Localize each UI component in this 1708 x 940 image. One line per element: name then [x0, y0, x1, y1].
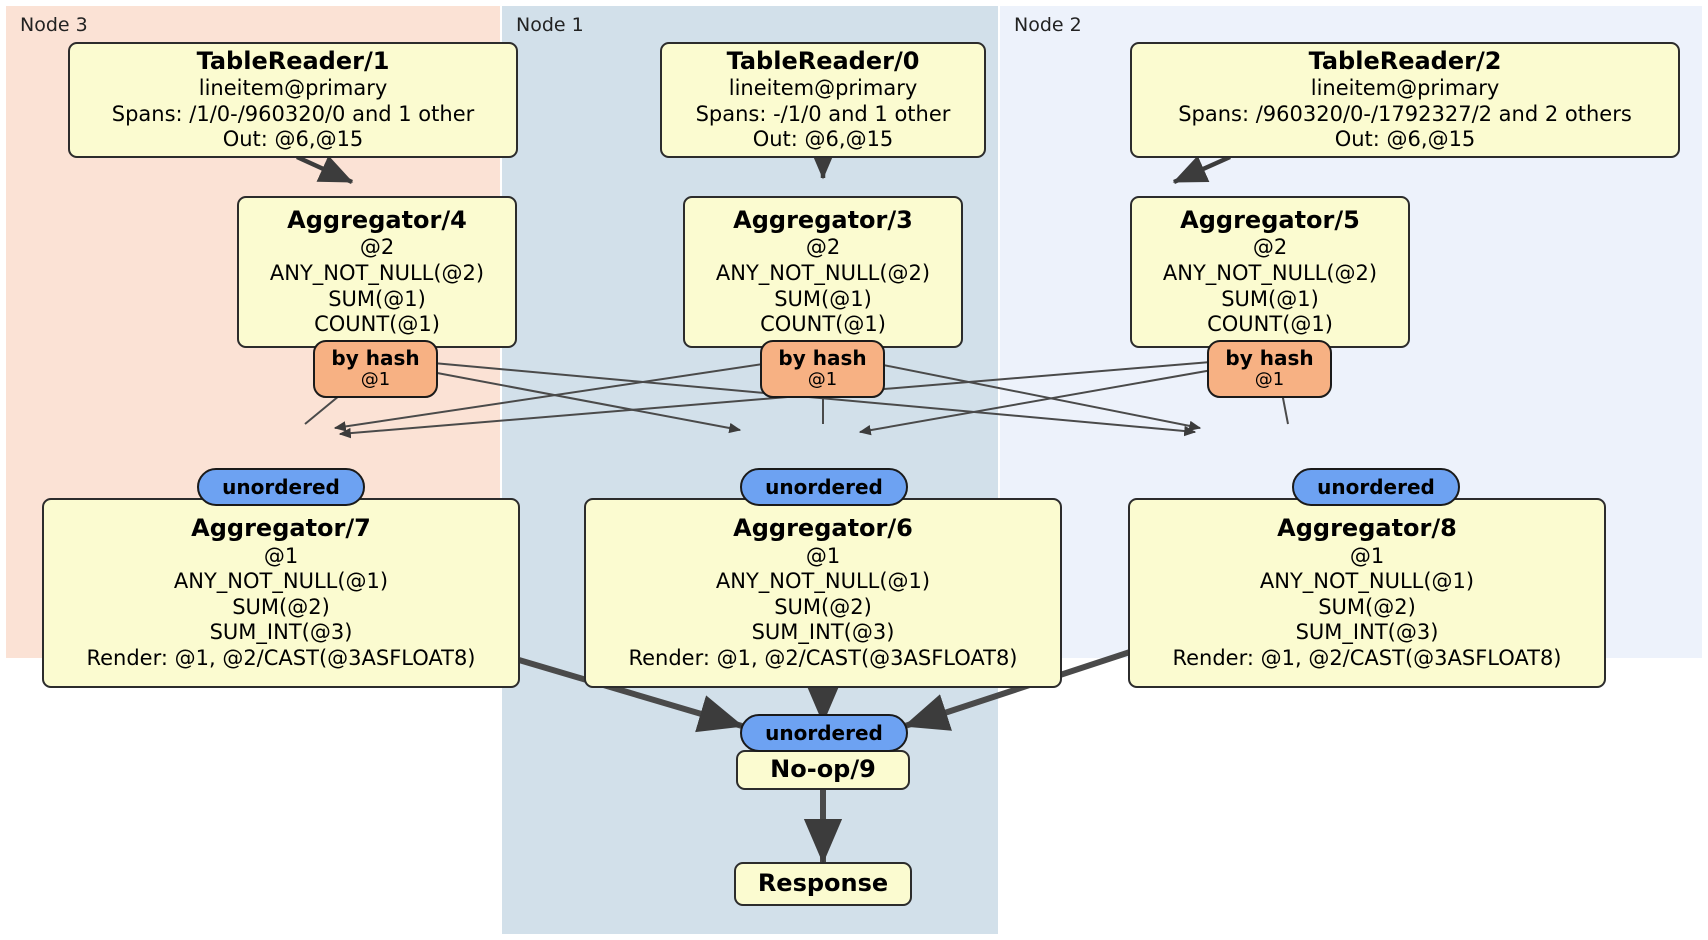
synchronizer-unordered-right[interactable]: unordered	[1292, 468, 1460, 506]
router-sublabel: @1	[807, 369, 838, 391]
processor-line: Out: @6,@15	[222, 127, 364, 152]
processor-aggregator-8[interactable]: Aggregator/8 @1 ANY_NOT_NULL(@1) SUM(@2)…	[1128, 498, 1606, 688]
processor-line: SUM_INT(@3)	[209, 620, 353, 645]
processor-title: TableReader/0	[726, 46, 920, 75]
processor-line: Spans: -/1/0 and 1 other	[695, 101, 951, 126]
router-label: by hash	[778, 346, 867, 371]
processor-line: SUM(@2)	[774, 594, 872, 619]
processor-line: Out: @6,@15	[752, 127, 894, 152]
processor-line: Render: @1, @2/CAST(@3ASFLOAT8)	[628, 646, 1018, 671]
processor-line: ANY_NOT_NULL(@2)	[715, 261, 931, 286]
processor-title: Aggregator/3	[733, 206, 913, 235]
processor-tablereader-1[interactable]: TableReader/1 lineitem@primary Spans: /1…	[68, 42, 518, 158]
processor-line: ANY_NOT_NULL(@2)	[269, 261, 485, 286]
processor-line: Spans: /1/0-/960320/0 and 1 other	[111, 101, 475, 126]
processor-line: ANY_NOT_NULL(@1)	[1259, 569, 1475, 594]
processor-line: COUNT(@1)	[760, 312, 886, 337]
processor-title: Aggregator/4	[287, 206, 467, 235]
processor-line: SUM_INT(@3)	[751, 620, 895, 645]
processor-title: TableReader/2	[1308, 46, 1502, 75]
synchronizer-label: unordered	[1317, 474, 1435, 499]
router-label: by hash	[1225, 346, 1314, 371]
processor-line: Spans: /960320/0-/1792327/2 and 2 others	[1178, 101, 1632, 126]
synchronizer-unordered-left[interactable]: unordered	[197, 468, 365, 506]
processor-line: Render: @1, @2/CAST(@3ASFLOAT8)	[86, 646, 476, 671]
synchronizer-label: unordered	[765, 474, 883, 499]
panel-label-node3: Node 3	[20, 14, 88, 36]
panel-label-node1: Node 1	[516, 14, 584, 36]
processor-tablereader-0[interactable]: TableReader/0 lineitem@primary Spans: -/…	[660, 42, 986, 158]
processor-aggregator-4[interactable]: Aggregator/4 @2 ANY_NOT_NULL(@2) SUM(@1)…	[237, 196, 517, 348]
processor-line: COUNT(@1)	[314, 312, 440, 337]
processor-line: COUNT(@1)	[1207, 312, 1333, 337]
synchronizer-label: unordered	[765, 720, 883, 745]
processor-line: SUM_INT(@3)	[1295, 620, 1439, 645]
processor-aggregator-5[interactable]: Aggregator/5 @2 ANY_NOT_NULL(@2) SUM(@1)…	[1130, 196, 1410, 348]
processor-line: ANY_NOT_NULL(@2)	[1162, 261, 1378, 286]
panel-label-node2: Node 2	[1014, 14, 1082, 36]
processor-title: TableReader/1	[196, 46, 390, 75]
processor-tablereader-2[interactable]: TableReader/2 lineitem@primary Spans: /9…	[1130, 42, 1680, 158]
processor-line: lineitem@primary	[1310, 76, 1500, 101]
processor-line: @1	[805, 543, 841, 568]
processor-title: Aggregator/7	[191, 514, 371, 543]
synchronizer-unordered-final[interactable]: unordered	[740, 714, 908, 752]
processor-line: lineitem@primary	[198, 76, 388, 101]
processor-line: @1	[263, 543, 299, 568]
processor-noop-9[interactable]: No-op/9	[736, 750, 910, 790]
synchronizer-label: unordered	[222, 474, 340, 499]
processor-title: Aggregator/5	[1180, 206, 1360, 235]
processor-line: SUM(@1)	[1221, 286, 1319, 311]
processor-line: @2	[359, 235, 395, 260]
router-by-hash-mid[interactable]: by hash @1	[760, 340, 885, 398]
router-by-hash-right[interactable]: by hash @1	[1207, 340, 1332, 398]
processor-line: Out: @6,@15	[1334, 127, 1476, 152]
processor-response[interactable]: Response	[734, 862, 912, 906]
processor-title: Aggregator/8	[1277, 514, 1457, 543]
processor-aggregator-6[interactable]: Aggregator/6 @1 ANY_NOT_NULL(@1) SUM(@2)…	[584, 498, 1062, 688]
processor-aggregator-3[interactable]: Aggregator/3 @2 ANY_NOT_NULL(@2) SUM(@1)…	[683, 196, 963, 348]
processor-title: Response	[757, 869, 889, 898]
synchronizer-unordered-mid[interactable]: unordered	[740, 468, 908, 506]
processor-title: Aggregator/6	[733, 514, 913, 543]
processor-line: @2	[1252, 235, 1288, 260]
processor-line: @2	[805, 235, 841, 260]
processor-line: ANY_NOT_NULL(@1)	[173, 569, 389, 594]
processor-title: No-op/9	[770, 755, 876, 784]
processor-line: @1	[1349, 543, 1385, 568]
processor-line: lineitem@primary	[728, 76, 918, 101]
processor-line: SUM(@1)	[328, 286, 426, 311]
processor-line: SUM(@1)	[774, 286, 872, 311]
processor-line: SUM(@2)	[1318, 594, 1416, 619]
router-label: by hash	[331, 346, 420, 371]
processor-aggregator-7[interactable]: Aggregator/7 @1 ANY_NOT_NULL(@1) SUM(@2)…	[42, 498, 520, 688]
router-sublabel: @1	[360, 369, 391, 391]
router-by-hash-left[interactable]: by hash @1	[313, 340, 438, 398]
processor-line: SUM(@2)	[232, 594, 330, 619]
router-sublabel: @1	[1254, 369, 1285, 391]
processor-line: Render: @1, @2/CAST(@3ASFLOAT8)	[1172, 646, 1562, 671]
processor-line: ANY_NOT_NULL(@1)	[715, 569, 931, 594]
